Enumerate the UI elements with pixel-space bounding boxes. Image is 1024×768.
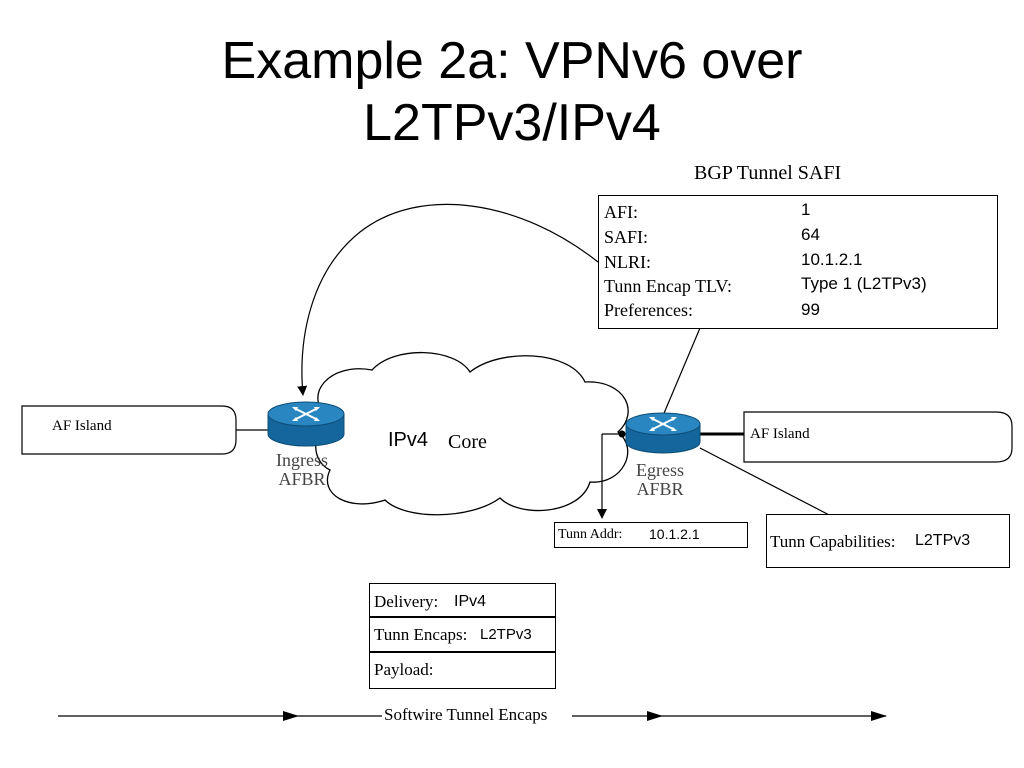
egress-capabilities-connector bbox=[699, 447, 836, 519]
tunn-capabilities-box: Tunn Capabilities: L2TPv3 bbox=[766, 514, 1010, 568]
ingress-afbr-label: Ingress AFBR bbox=[276, 451, 328, 489]
bgp-label-preferences: Preferences: bbox=[604, 300, 693, 320]
tunn-addr-label: Tunn Addr: bbox=[558, 527, 623, 542]
tunn-addr-box: Tunn Addr: 10.1.2.1 bbox=[554, 522, 748, 548]
bgp-label-tunn-encap: Tunn Encap TLV: bbox=[604, 276, 733, 296]
ingress-line-2: AFBR bbox=[278, 469, 326, 489]
tunn-encaps-box: Tunn Encaps: L2TPv3 bbox=[369, 618, 556, 653]
tunn-encaps-label: Tunn Encaps: bbox=[374, 625, 468, 644]
slide-title: Example 2a: VPNv6 over L2TPv3/IPv4 bbox=[0, 30, 1024, 154]
bgp-header: BGP Tunnel SAFI bbox=[694, 162, 842, 184]
tunn-addr-value: 10.1.2.1 bbox=[649, 526, 700, 542]
bgp-tunnel-safi-box: AFI: 1 SAFI: 64 NLRI: 10.1.2.1 Tunn Enca… bbox=[598, 195, 998, 329]
bgp-value-afi: 1 bbox=[801, 200, 811, 219]
bgp-value-nlri: 10.1.2.1 bbox=[801, 250, 863, 269]
left-island-label: AF Island bbox=[52, 418, 112, 434]
egress-line-2: AFBR bbox=[636, 479, 684, 499]
core-ipv4-label: IPv4 bbox=[388, 429, 429, 451]
bgp-advertisement-arrow bbox=[297, 203, 599, 396]
bgp-value-preferences: 99 bbox=[801, 300, 820, 319]
ipv4-core-cloud bbox=[315, 351, 629, 516]
right-island-label: AF Island bbox=[750, 426, 810, 442]
tunn-capabilities-value: L2TPv3 bbox=[915, 532, 971, 549]
right-island-shape bbox=[743, 411, 1013, 463]
bgp-label-safi: SAFI: bbox=[604, 227, 649, 247]
tunn-encaps-value: L2TPv3 bbox=[480, 626, 532, 643]
title-line-1: Example 2a: VPNv6 over bbox=[221, 32, 803, 90]
egress-afbr-label: Egress AFBR bbox=[636, 461, 684, 499]
core-label: Core bbox=[448, 431, 487, 453]
payload-label: Payload: bbox=[374, 660, 434, 679]
egress-router-icon bbox=[625, 412, 701, 454]
softwire-tunnel-encaps-label: Softwire Tunnel Encaps bbox=[384, 705, 548, 724]
bgp-egress-connector bbox=[661, 327, 701, 419]
egress-line-1: Egress bbox=[636, 460, 684, 480]
left-island-shape bbox=[21, 405, 237, 455]
tunn-capabilities-label: Tunn Capabilities: bbox=[770, 532, 896, 551]
ingress-router-icon bbox=[267, 401, 345, 447]
payload-box: Payload: bbox=[369, 653, 556, 689]
title-line-2: L2TPv3/IPv4 bbox=[363, 94, 661, 152]
bgp-label-nlri: NLRI: bbox=[604, 252, 651, 272]
delivery-value: IPv4 bbox=[454, 593, 487, 610]
bgp-value-safi: 64 bbox=[801, 225, 820, 244]
ingress-line-1: Ingress bbox=[276, 450, 328, 470]
tunn-addr-dot bbox=[618, 430, 626, 438]
bgp-label-afi: AFI: bbox=[604, 202, 639, 222]
delivery-label: Delivery: bbox=[374, 592, 439, 611]
bgp-value-tunn-encap: Type 1 (L2TPv3) bbox=[801, 274, 927, 293]
delivery-box: Delivery: IPv4 bbox=[369, 583, 556, 618]
